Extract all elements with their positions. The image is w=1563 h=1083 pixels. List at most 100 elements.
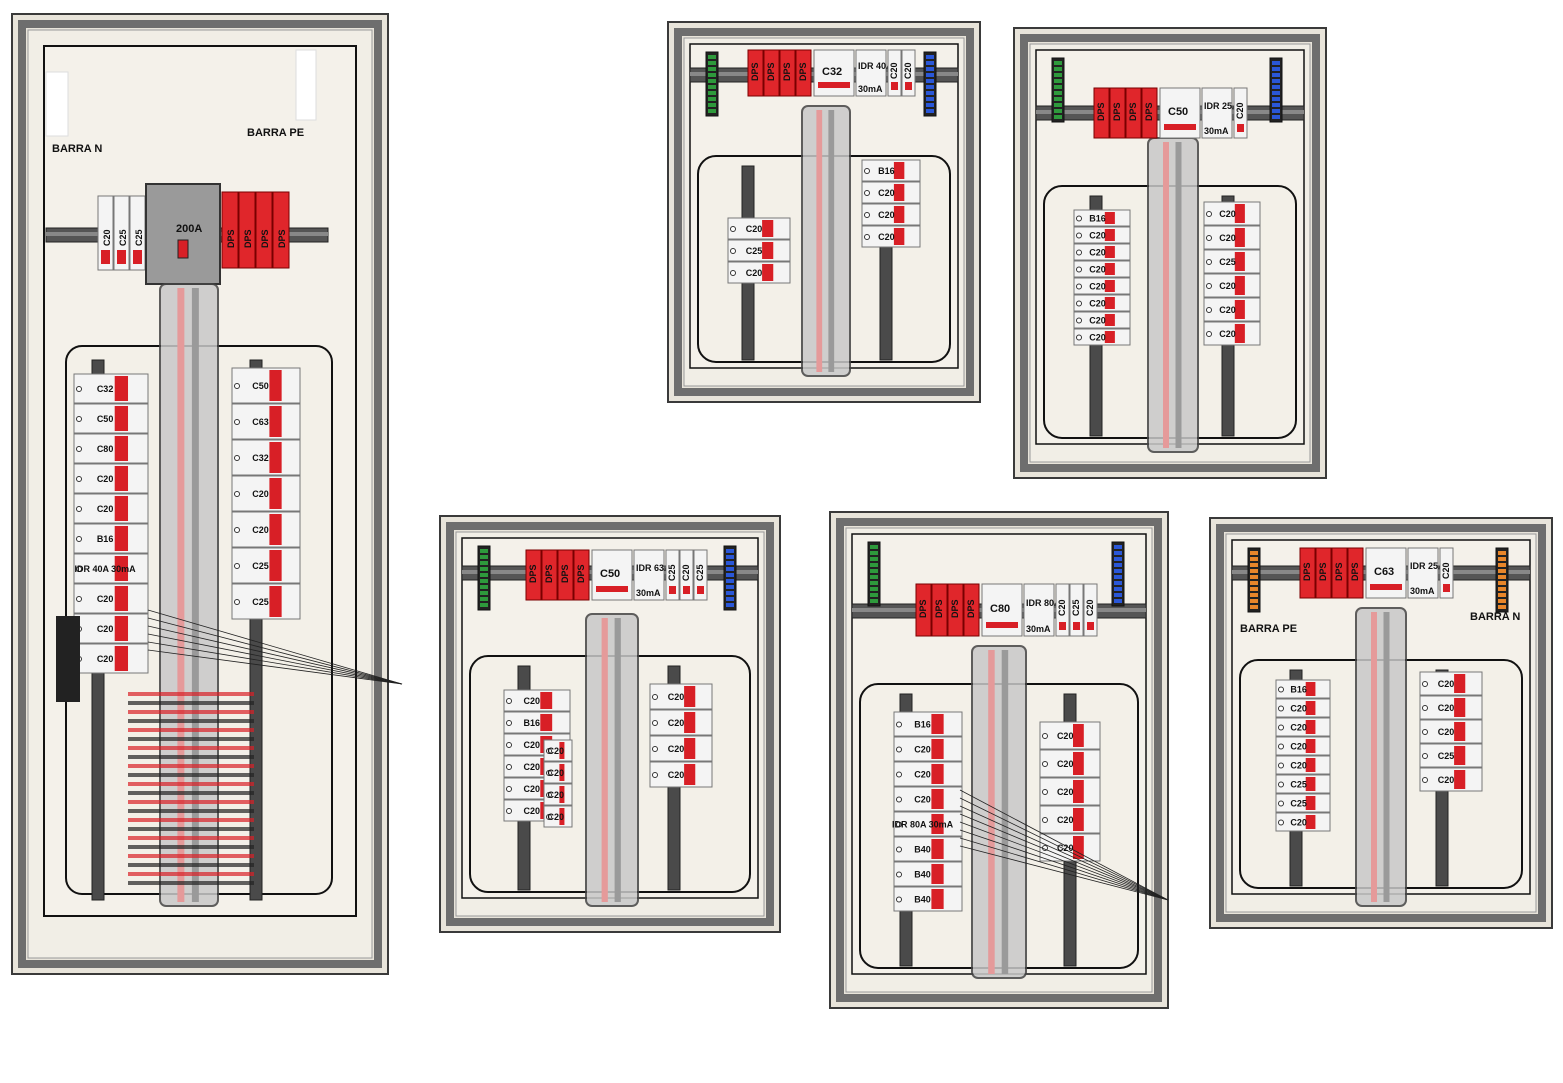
breaker-body bbox=[1203, 297, 1261, 322]
qd3-left-b-breaker-label: C20 bbox=[548, 790, 565, 800]
breaker-screw bbox=[1278, 762, 1284, 769]
wire bbox=[147, 633, 403, 685]
qgbt-left-breaker: C32 bbox=[73, 373, 149, 404]
qd3-right-breaker-label: C20 bbox=[668, 718, 685, 728]
qd3-right-terminal-bar-terminal bbox=[726, 597, 734, 601]
extra-breaker-label: C25 bbox=[667, 564, 677, 581]
qd4-left-terminal-bar-terminal bbox=[870, 593, 878, 597]
breaker-screw bbox=[1278, 781, 1284, 788]
cable-stripe bbox=[128, 764, 254, 768]
breaker-body bbox=[893, 736, 963, 762]
breaker-screw bbox=[234, 383, 240, 389]
breaker-body bbox=[893, 811, 963, 837]
qd2-left-terminal-bar-terminal bbox=[1054, 73, 1062, 77]
extra-breaker-handle bbox=[1087, 622, 1094, 630]
breaker-handle bbox=[1305, 815, 1316, 829]
breaker-body bbox=[1039, 721, 1101, 750]
breaker-screw bbox=[76, 536, 82, 542]
qd3-frame bbox=[446, 522, 774, 926]
dps-label: DPS bbox=[966, 599, 976, 618]
qd1-right-breaker-label: B16 bbox=[878, 166, 895, 176]
wire bbox=[147, 609, 403, 685]
qd5-left-breaker: B16 bbox=[1275, 679, 1331, 699]
breaker-body bbox=[231, 547, 301, 584]
qgbt-right-breaker-label: C20 bbox=[252, 489, 269, 499]
qd3-right-terminal-bar-terminal bbox=[726, 567, 734, 571]
qd2-left-terminal-bar-terminal bbox=[1054, 67, 1062, 71]
breaker-screw bbox=[234, 599, 240, 605]
qd4-left-terminal-bar-terminal bbox=[870, 557, 878, 561]
dps-label: DPS bbox=[243, 229, 253, 248]
breaker-screw bbox=[76, 446, 82, 452]
qd2-right-terminal-bar-terminal bbox=[1272, 103, 1280, 107]
qd4-left-breaker: C20 bbox=[893, 736, 963, 762]
dps-module bbox=[255, 191, 273, 269]
idr-label: IDR 80A bbox=[1026, 598, 1061, 608]
main-breaker-handle bbox=[1370, 584, 1402, 590]
breaker-screw bbox=[1278, 724, 1284, 731]
cable-stripe bbox=[128, 836, 254, 840]
qd2-right-breaker-label: C20 bbox=[1219, 329, 1236, 339]
extra-breaker-label: C25 bbox=[1071, 599, 1081, 616]
qd4-left-terminal-bar-terminal bbox=[870, 575, 878, 579]
cable-stripe bbox=[128, 692, 254, 696]
dps-module bbox=[238, 191, 256, 269]
qgbt-right-breaker: C20 bbox=[231, 511, 301, 548]
breaker-handle bbox=[114, 406, 129, 431]
qd4-left-breaker-label: B16 bbox=[914, 720, 931, 730]
qd2-left-breaker: C20 bbox=[1073, 260, 1131, 278]
qd5-right-terminal-bar-terminal bbox=[1498, 575, 1506, 579]
cable-stripe bbox=[128, 773, 254, 777]
main-switch-handle bbox=[177, 239, 189, 259]
dps-label: DPS bbox=[1334, 562, 1344, 581]
breaker-handle bbox=[114, 586, 129, 611]
breaker-body bbox=[1039, 805, 1101, 834]
qd3-right-terminal-bar-terminal bbox=[726, 591, 734, 595]
breaker-handle bbox=[114, 436, 129, 461]
breaker-handle bbox=[1104, 212, 1115, 224]
breaker-screw bbox=[506, 764, 512, 770]
breaker-handle bbox=[1454, 770, 1466, 789]
qd3-left-b-breaker: C20 bbox=[543, 739, 573, 762]
qd4-left-breaker-label: C20 bbox=[914, 745, 931, 755]
qd1-left-breaker-label: C20 bbox=[746, 224, 763, 234]
qd3-right-terminal-bar-terminal bbox=[726, 573, 734, 577]
breaker-screw bbox=[1278, 686, 1284, 693]
breaker-screw bbox=[1278, 800, 1284, 807]
barra-pe-label: BARRA PE bbox=[247, 127, 304, 139]
breaker-handle bbox=[269, 514, 282, 545]
breaker-screw bbox=[1076, 317, 1082, 324]
qd1-left-terminal-bar-terminal bbox=[708, 109, 716, 113]
qd2-left-breaker: C20 bbox=[1073, 226, 1131, 244]
breaker-body bbox=[73, 523, 149, 554]
breaker-body bbox=[893, 861, 963, 887]
barra-n-bar bbox=[45, 71, 69, 137]
idr-ma-label: 30mA bbox=[858, 84, 883, 94]
cable-stripe bbox=[128, 809, 254, 813]
breaker-screw bbox=[896, 721, 902, 728]
idr-ma-label: 30mA bbox=[636, 588, 661, 598]
top-breaker-handle bbox=[117, 250, 126, 264]
qgbt-left-breaker: C20 bbox=[73, 643, 149, 674]
breaker-screw bbox=[1278, 705, 1284, 712]
qgbt-left-breaker-label: C20 bbox=[97, 624, 114, 634]
breaker-screw bbox=[896, 896, 902, 903]
qgbt-right-breaker-label: C63 bbox=[252, 417, 269, 427]
breaker-handle bbox=[762, 242, 774, 259]
qd2-left-terminal-bar-terminal bbox=[1054, 103, 1062, 107]
breaker-screw bbox=[730, 226, 736, 232]
breaker-handle bbox=[1073, 836, 1084, 859]
breaker-body bbox=[861, 181, 921, 204]
idr-module bbox=[1201, 87, 1233, 139]
qgbt-right-breaker: C63 bbox=[231, 403, 301, 440]
qd2-left-breaker-label: C20 bbox=[1089, 282, 1106, 292]
breaker-screw bbox=[1206, 235, 1212, 241]
breaker-screw bbox=[1042, 817, 1048, 823]
busbar-phase bbox=[177, 288, 185, 902]
qd3-left-terminal-bar-terminal bbox=[480, 597, 488, 601]
top-breaker-handle bbox=[133, 250, 142, 264]
breaker-screw bbox=[896, 821, 902, 828]
